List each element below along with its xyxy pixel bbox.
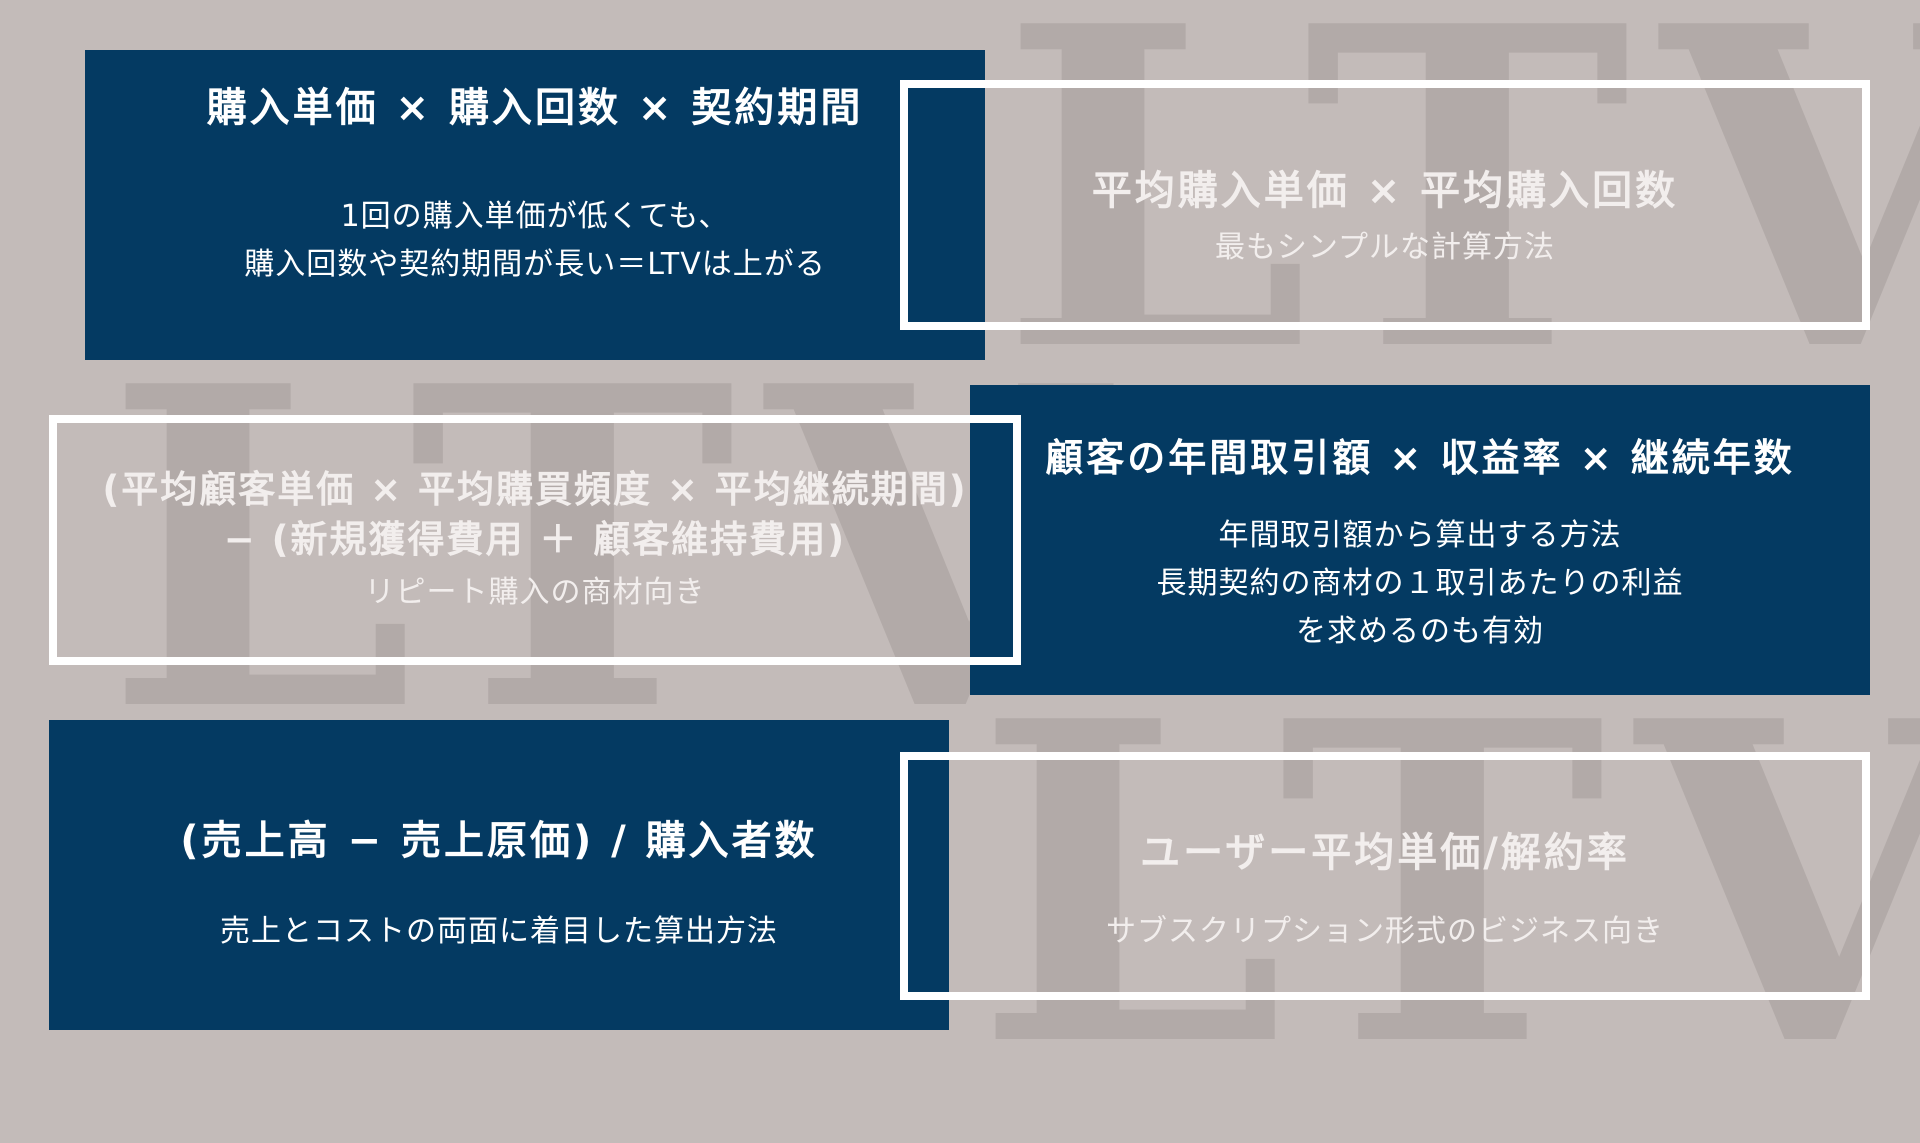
formula-title: 顧客の年間取引額 × 収益率 × 継続年数: [1045, 436, 1795, 480]
ltv-watermark: LTV: [1000, 0, 1920, 448]
description-line: リピート購入の商材向き: [364, 575, 706, 610]
formula-title: 購入単価 × 購入回数 × 契約期間: [206, 85, 864, 131]
description-line: 購入回数や契約期間が長い＝LTVは上がる: [244, 247, 826, 282]
formula-card-subscription: ユーザー平均単価/解約率 サブスクリプション形式のビジネス向き: [900, 752, 1870, 1000]
formula-description: 1回の購入単価が低くても、 購入回数や契約期間が長い＝LTVは上がる: [244, 193, 825, 289]
ltv-watermark: LTV: [105, 291, 1138, 808]
formula-description: 年間取引額から算出する方法 長期契約の商材の１取引あたりの利益 を求めるのも有効: [1157, 512, 1684, 656]
formula-description: 最もシンプルな計算方法: [1215, 224, 1555, 272]
formula-description: 売上とコストの両面に着目した算出方法: [220, 908, 778, 956]
formula-card-gross-profit: (売上高 − 売上原価) / 購入者数 売上とコストの両面に着目した算出方法: [49, 720, 949, 1030]
title-line: (平均顧客単価 × 平均購買頻度 × 平均継続期間): [102, 468, 968, 511]
formula-card-repeat-purchase: (平均顧客単価 × 平均購買頻度 × 平均継続期間) − (新規獲得費用 ＋ 顧…: [49, 415, 1021, 665]
ltv-watermark: LTV: [975, 626, 1920, 1143]
description-line: 長期契約の商材の１取引あたりの利益: [1156, 566, 1684, 601]
description-line: 最もシンプルな計算方法: [1214, 230, 1556, 265]
formula-card-annual-transaction: 顧客の年間取引額 × 収益率 × 継続年数 年間取引額から算出する方法 長期契約…: [970, 385, 1870, 695]
description-line: 年間取引額から算出する方法: [1218, 518, 1622, 553]
title-line: − (新規獲得費用 ＋ 顧客維持費用): [223, 518, 847, 561]
formula-title: ユーザー平均単価/解約率: [1140, 830, 1630, 876]
formula-description: サブスクリプション形式のビジネス向き: [1106, 908, 1664, 956]
formula-card-purchase-count-period: 購入単価 × 購入回数 × 契約期間 1回の購入単価が低くても、 購入回数や契約…: [85, 50, 985, 360]
description-line: 1回の購入単価が低くても、: [340, 199, 730, 234]
description-line: を求めるのも有効: [1296, 614, 1544, 649]
description-line: 売上とコストの両面に着目した算出方法: [220, 914, 778, 949]
formula-title: (売上高 − 売上原価) / 購入者数: [180, 818, 818, 864]
formula-description: リピート購入の商材向き: [365, 569, 706, 617]
formula-card-simple: 平均購入単価 × 平均購入回数 最もシンプルな計算方法: [900, 80, 1870, 330]
formula-title: 平均購入単価 × 平均購入回数: [1091, 168, 1679, 214]
formula-title: (平均顧客単価 × 平均購買頻度 × 平均継続期間) − (新規獲得費用 ＋ 顧…: [102, 465, 967, 565]
description-line: サブスクリプション形式のビジネス向き: [1106, 914, 1664, 949]
